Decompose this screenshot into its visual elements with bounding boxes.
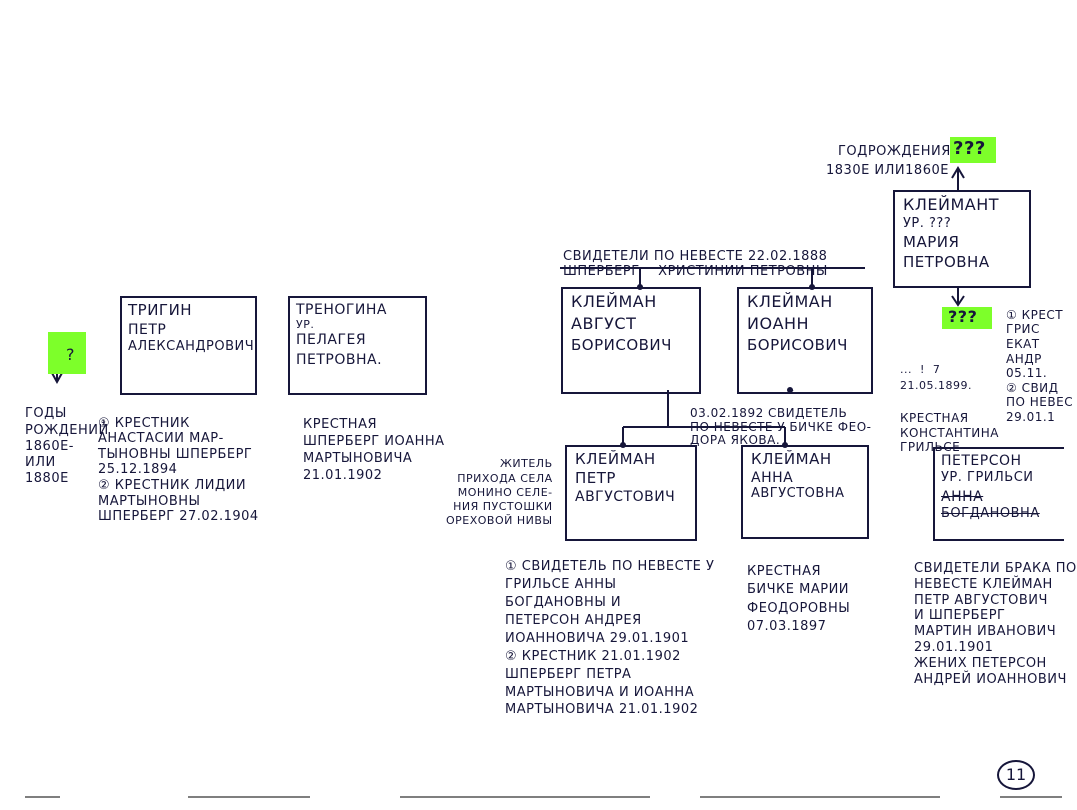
person-patronymic: Борисович	[571, 336, 672, 354]
person-box-anna: Клейман Анна Августовна	[741, 445, 869, 539]
person-firstname: Анна	[751, 470, 794, 486]
unknown-highlight-mid	[942, 307, 992, 329]
person-firstname: Август	[571, 314, 637, 333]
person-patronymic: Петровна.	[296, 352, 383, 368]
birth-year-label: годрождения	[838, 144, 951, 159]
person-box-kleimant: Клеймант ур. ??? Мария Петровна	[893, 190, 1031, 288]
unknown-highlight	[48, 332, 86, 374]
person-patronymic: Августович	[575, 489, 676, 505]
person-firstname: Петр	[575, 469, 616, 487]
person-surname: Клейман	[571, 292, 657, 311]
person-firstname: Пелагея	[296, 332, 367, 348]
arrow-down	[951, 288, 965, 307]
unknown-mark-top: ???	[953, 138, 986, 159]
anna-notes: крестная Бичке Марии Феодоровны 07.03.18…	[747, 564, 851, 634]
person-box-august: Клейман Август Борисович	[561, 287, 701, 394]
witness-note-top: свидетели по невесте 22.02.1888 Шперберг…	[563, 248, 828, 279]
person-surname: Клеймант	[903, 195, 1000, 214]
person-firstname: Мария	[903, 233, 960, 251]
person-surname: Клейман	[575, 450, 656, 468]
person-firstname: Анна	[941, 489, 984, 505]
resident-note: житель прихода села Монино селе- ния Пус…	[446, 457, 553, 528]
person-firstname: Иоанн	[747, 314, 810, 333]
question-mark: ?	[66, 345, 75, 364]
unknown-mark-mid: ???	[948, 307, 978, 326]
person-patronymic: Борисович	[747, 336, 848, 354]
person-surname: Тригин	[128, 301, 193, 319]
ioann-witness-note: 03.02.1892 свидетель по невесте у Бичке …	[690, 405, 872, 448]
person-patronymic: Богдановна	[941, 506, 1040, 521]
witness-bracket	[560, 267, 865, 287]
peterson-notes: свидетели брака по невесте Клейман Петр …	[914, 560, 1077, 687]
person-patronymic: Александрович	[128, 339, 255, 354]
years-note-left: годы рождений 1860е- или 1880е	[25, 406, 109, 487]
person-box-petr: Клейман Петр Августович	[565, 445, 697, 541]
family-link	[622, 390, 786, 445]
person-box-peterson: Петерсон ур. Грильси Анна Богдановна	[933, 447, 1064, 541]
person-box-ioann: Клейман Иоанн Борисович	[737, 287, 873, 394]
person-surname: Клейман	[751, 450, 832, 468]
birth-years: 1830е или1860е	[826, 163, 949, 178]
person-maiden: ур. ???	[903, 216, 952, 231]
trenogina-notes: крестная Шперберг Иоанна Мартыновича 21.…	[303, 416, 445, 483]
trigin-notes: ① Крестник Анастасии Мар- тыновны Шпербе…	[98, 415, 259, 525]
person-surname: Клейман	[747, 292, 833, 311]
person-firstname: Петр	[128, 322, 167, 338]
right-edge-note: ① Крест Грис Екат Андр 05.11. ② Свид по …	[1006, 307, 1074, 424]
person-surname: Петерсон	[941, 453, 1022, 469]
person-maiden: ур.	[296, 318, 315, 331]
person-surname: Треногина	[296, 302, 388, 318]
person-maiden: ур. Грильси	[941, 470, 1034, 485]
person-box-trenogina: Треногина ур. Пелагея Петровна.	[288, 296, 427, 395]
right-small-note: ... ! 7 21.05.1899.	[900, 362, 972, 393]
unknown-highlight-top	[950, 137, 996, 163]
person-patronymic: Петровна	[903, 253, 990, 271]
person-box-trigin: Тригин Петр Александрович	[120, 296, 257, 395]
petr-notes: ① свидетель по невесте у Грильсе Анны Бо…	[505, 558, 715, 718]
arrow-up	[951, 166, 965, 190]
junction-dot	[787, 387, 793, 393]
godmother-note: Крестная Константина Грильсе	[900, 411, 999, 455]
person-patronymic: Августовна	[751, 486, 845, 501]
page-number: 11	[997, 760, 1035, 790]
